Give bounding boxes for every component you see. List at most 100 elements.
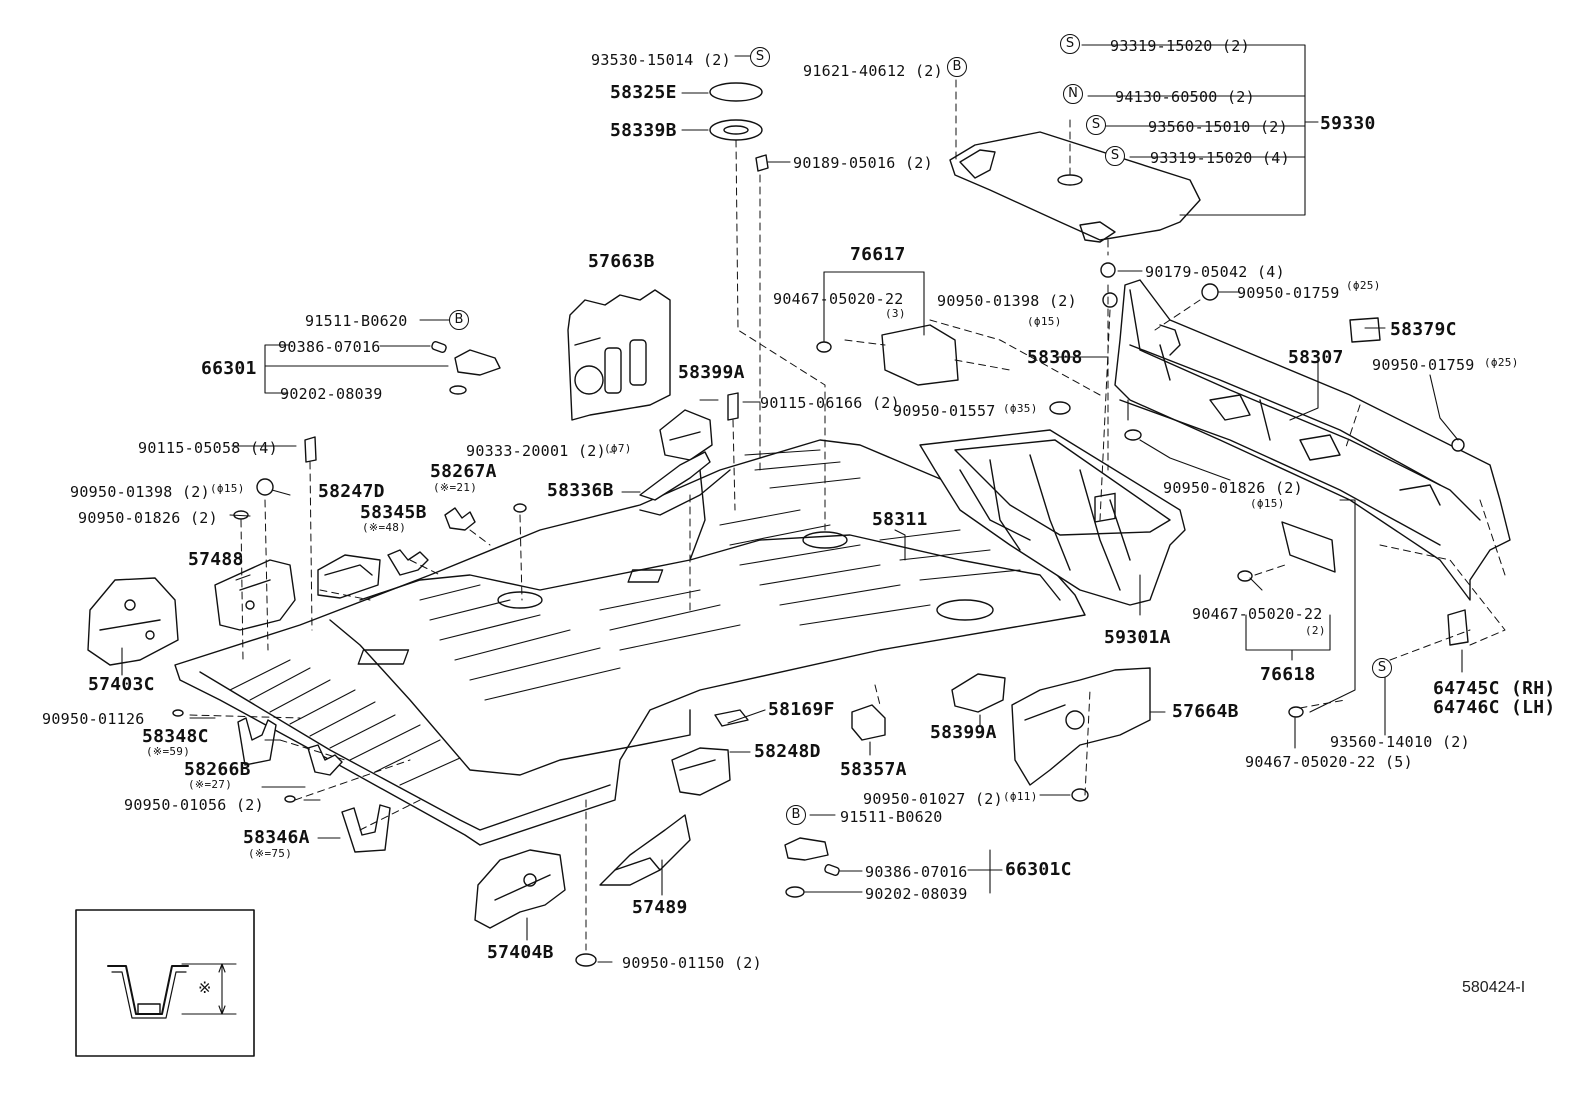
- b-badge: B: [449, 310, 469, 330]
- note-58266B: (※=27): [188, 778, 233, 791]
- guard-64745C: [1447, 609, 1469, 646]
- size-phi7: (ϕ7): [604, 442, 632, 455]
- part-58307-label: 58307: [1288, 347, 1344, 368]
- part-58267A-label: 58267A: [430, 461, 497, 482]
- part-59330-label: 59330: [1320, 113, 1376, 134]
- part-57663B-label: 57663B: [588, 251, 655, 272]
- fasteners: [172, 82, 1465, 967]
- part-90386-b-label: 90386-07016: [865, 863, 968, 881]
- part-90950-01826-a-label: 90950-01826 (2): [78, 509, 218, 527]
- part-93560-15010-label: 93560-15010 (2): [1148, 118, 1288, 136]
- floor-pan-58311: [174, 439, 1086, 846]
- part-90386-a-label: 90386-07016: [278, 338, 381, 356]
- note-58348C: (※=59): [146, 745, 191, 758]
- part-90950-01557-label: 90950-01557: [893, 402, 996, 420]
- part-90950-01759-b-label: 90950-01759: [1372, 356, 1475, 374]
- part-90202-b-label: 90202-08039: [865, 885, 968, 903]
- part-90202-a-label: 90202-08039: [280, 385, 383, 403]
- hook-66301C: [784, 837, 840, 898]
- bracket-58348C: [237, 717, 277, 766]
- size-phi15-b: (ϕ15): [210, 482, 245, 495]
- part-76617-label: 76617: [850, 244, 906, 265]
- part-58336B-label: 58336B: [547, 480, 614, 501]
- part-90333-label: 90333-20001 (2): [466, 442, 606, 460]
- part-58345B-label: 58345B: [360, 502, 427, 523]
- part-90179-label: 90179-05042 (4): [1145, 263, 1285, 281]
- rear-cover-59330: [949, 131, 1201, 243]
- bracket-58336B: [639, 451, 711, 501]
- size-phi35: (ϕ35): [1003, 402, 1038, 415]
- plate-58379C: [1349, 317, 1381, 343]
- part-66301-label: 66301: [201, 358, 257, 379]
- part-93319-15020-b-label: 93319-15020 (4): [1150, 149, 1290, 167]
- part-57489-label: 57489: [632, 897, 688, 918]
- bracket-58247D: [317, 554, 381, 599]
- bracket-58357A: [851, 704, 886, 741]
- part-90950-01759-a-label: 90950-01759: [1237, 284, 1340, 302]
- cross-member-58307: [1114, 279, 1511, 601]
- part-58311-label: 58311: [872, 509, 928, 530]
- part-93530-15014-label: 93530-15014 (2): [591, 51, 731, 69]
- plate-76617: [881, 324, 959, 386]
- qty-3: (3): [885, 307, 906, 320]
- part-58348C-label: 58348C: [142, 726, 209, 747]
- part-90950-01027-label: 90950-01027 (2): [863, 790, 1003, 808]
- s-badge: S: [1372, 658, 1392, 678]
- part-90467-c-label: 90467-05020-22 (5): [1245, 753, 1413, 771]
- bracket-58346A: [341, 804, 391, 853]
- part-90467-a-label: 90467-05020-22: [773, 290, 904, 308]
- part-91621-label: 91621-40612 (2): [803, 62, 943, 80]
- part-90189-label: 90189-05016 (2): [793, 154, 933, 172]
- part-58339B-label: 58339B: [610, 120, 677, 141]
- part-90115-06166-label: 90115-06166 (2): [760, 394, 900, 412]
- bracket-58399A-bottom: [951, 673, 1006, 713]
- part-58346A-label: 58346A: [243, 827, 310, 848]
- part-93319-15020-a-label: 93319-15020 (2): [1110, 37, 1250, 55]
- part-58248D-label: 58248D: [754, 741, 821, 762]
- hook-66301: [431, 340, 501, 395]
- bracket-57404B: [474, 849, 566, 929]
- s-badge: S: [1060, 34, 1080, 54]
- dashed-lines: [189, 79, 1506, 951]
- size-phi11: (ϕ11): [1003, 790, 1038, 803]
- size-phi25-b: (ϕ25): [1484, 356, 1519, 369]
- note-58346A: (※=75): [248, 847, 293, 860]
- part-93560-14010-label: 93560-14010 (2): [1330, 733, 1470, 751]
- bracket-57488: [214, 559, 296, 631]
- b-badge: B: [786, 805, 806, 825]
- part-90950-01398-b-label: 90950-01398 (2): [937, 292, 1077, 310]
- part-66301C-label: 66301C: [1005, 859, 1072, 880]
- size-phi25-a: (ϕ25): [1346, 279, 1381, 292]
- spare-pan-59301A: [919, 429, 1186, 606]
- s-badge: S: [1086, 115, 1106, 135]
- bracket-58345B: [387, 549, 429, 576]
- bracket-58399A-top: [659, 409, 713, 461]
- part-90950-01150-label: 90950-01150 (2): [622, 954, 762, 972]
- inset-box: [75, 909, 255, 1057]
- b-badge: B: [947, 57, 967, 77]
- n-badge: N: [1063, 84, 1083, 104]
- part-57488-label: 57488: [188, 549, 244, 570]
- part-64746C-label: 64746C (LH): [1433, 697, 1556, 718]
- part-91511-b-label: 91511-B0620: [840, 808, 943, 826]
- part-59301A-label: 59301A: [1104, 627, 1171, 648]
- part-58357A-label: 58357A: [840, 759, 907, 780]
- part-90115-05058-label: 90115-05058 (4): [138, 439, 278, 457]
- part-58399A-a-label: 58399A: [678, 362, 745, 383]
- bracket-58169F: [714, 709, 749, 727]
- part-58308-label: 58308: [1027, 347, 1083, 368]
- part-57664B-label: 57664B: [1172, 701, 1239, 722]
- diagram-reference: 580424-I: [1462, 979, 1526, 996]
- part-58169F-label: 58169F: [768, 699, 835, 720]
- size-phi15-c: (ϕ15): [1250, 497, 1285, 510]
- part-94130-label: 94130-60500 (2): [1115, 88, 1255, 106]
- part-90950-01398-a-label: 90950-01398 (2): [70, 483, 210, 501]
- inset-note-mark: ※: [198, 978, 212, 997]
- s-badge: S: [750, 47, 770, 67]
- part-57403C-label: 57403C: [88, 674, 155, 695]
- part-58325E-label: 58325E: [610, 82, 677, 103]
- part-58247D-label: 58247D: [318, 481, 385, 502]
- bracket-57664B: [1011, 492, 1151, 786]
